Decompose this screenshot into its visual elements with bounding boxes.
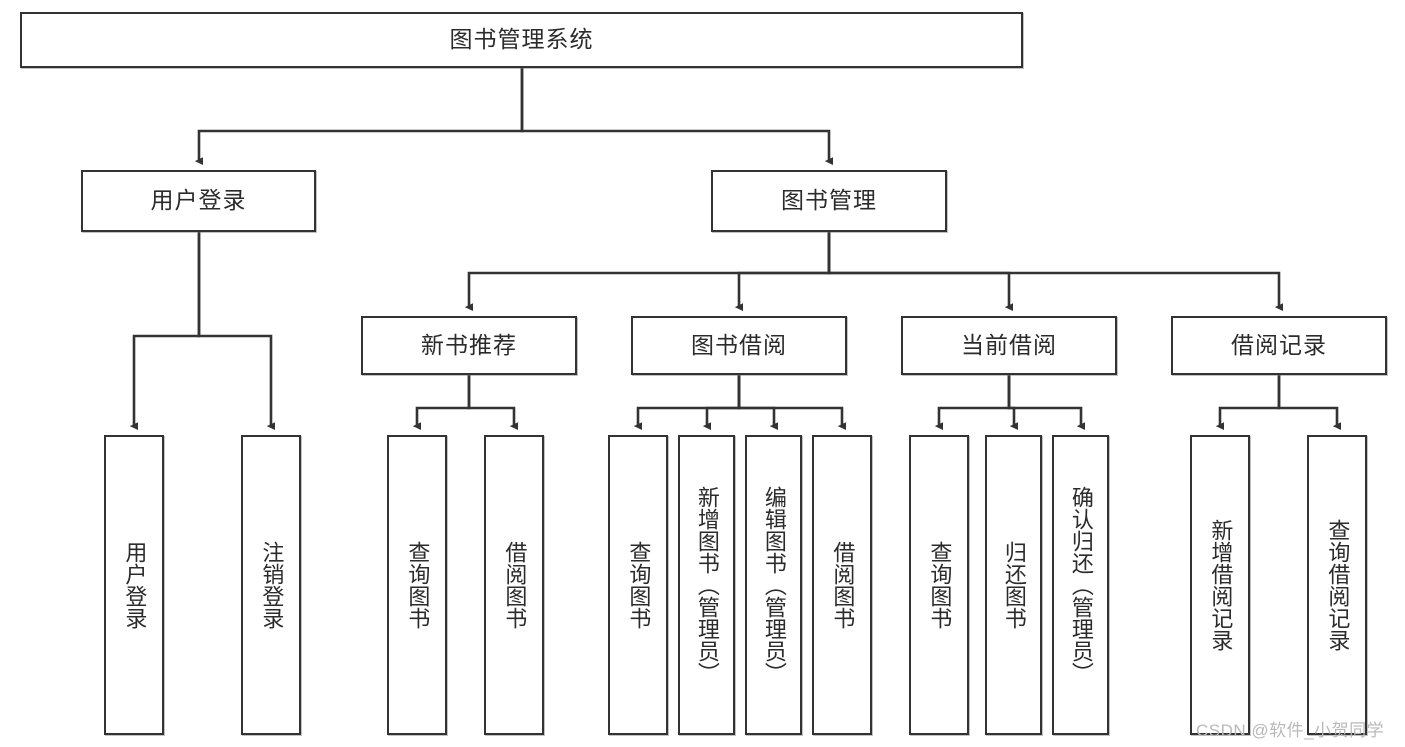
node-label: 借阅记录 [1231,331,1327,358]
connector-book-management-to-borrow-record [827,232,1284,312]
node-label: 当前借阅 [961,331,1057,358]
connector-new-book-recommend-to-leaf-borrow-book-1 [467,375,519,431]
node-label: 图书管理 [781,187,877,214]
connector-book-management-to-new-book-recommend [464,232,831,312]
connector-book-management-to-book-borrow [734,232,831,312]
node-label: 编辑图书（管理员） [761,486,787,684]
connector-borrow-record-to-leaf-add-record [1215,375,1281,431]
node-label: 图书借阅 [691,331,787,358]
node-leaf-add-record[interactable]: 新增借阅记录 [1190,435,1250,735]
connector-book-borrow-to-leaf-query-book-2 [633,375,741,431]
node-new-book-recommend[interactable]: 新书推荐 [361,316,577,375]
connector-user-login-to-leaf-user-login [129,232,201,431]
connector-new-book-recommend-to-leaf-query-book-1 [412,375,471,431]
node-label: 借阅图书 [502,541,528,629]
connector-book-borrow-to-leaf-edit-book [737,375,779,431]
connector-root-to-book-management [520,68,834,166]
connector-book-borrow-to-leaf-borrow-book-2 [737,375,847,431]
node-label: 用户登录 [150,187,247,214]
node-label: 注销登录 [259,541,285,629]
node-label: 新书推荐 [421,331,517,358]
node-leaf-query-book-1[interactable]: 查询图书 [387,435,447,735]
node-label: 确认归还（管理员） [1068,486,1094,684]
node-book-management[interactable]: 图书管理 [711,170,947,232]
node-label: 图书管理系统 [449,26,594,53]
node-label: 新增图书（管理员） [694,486,720,684]
node-leaf-borrow-book-2[interactable]: 借阅图书 [812,435,872,735]
node-label: 查询图书 [405,541,431,629]
node-leaf-logout-login[interactable]: 注销登录 [241,435,301,735]
node-label: 查询借阅记录 [1325,519,1351,651]
node-label: 用户登录 [122,541,148,629]
connector-book-management-to-current-borrow [827,232,1014,312]
node-label: 新增借阅记录 [1208,519,1234,651]
connector-root-to-user-login [194,68,524,166]
watermark-text: CSDN @软件_小贺同学 [1196,721,1385,740]
node-leaf-user-login[interactable]: 用户登录 [104,435,164,735]
node-user-login[interactable]: 用户登录 [81,170,316,232]
node-label: 借阅图书 [830,541,856,629]
node-root[interactable]: 图书管理系统 [20,12,1023,68]
node-book-borrow[interactable]: 图书借阅 [631,316,847,375]
node-leaf-confirm-return[interactable]: 确认归还（管理员） [1052,435,1109,735]
node-leaf-edit-book[interactable]: 编辑图书（管理员） [745,435,802,735]
connector-current-borrow-to-leaf-query-book-3 [934,375,1011,431]
connector-current-borrow-to-leaf-confirm-return [1007,375,1086,431]
node-leaf-query-book-3[interactable]: 查询图书 [909,435,969,735]
node-leaf-return-book[interactable]: 归还图书 [985,435,1042,735]
connector-user-login-to-leaf-logout-login [197,232,276,431]
node-label: 归还图书 [1001,541,1027,629]
node-borrow-record[interactable]: 借阅记录 [1171,316,1387,375]
node-leaf-query-book-2[interactable]: 查询图书 [608,435,668,735]
connector-book-borrow-to-leaf-add-book [702,375,741,431]
node-label: 查询图书 [626,541,652,629]
node-label: 查询图书 [927,541,953,629]
node-leaf-borrow-book-1[interactable]: 借阅图书 [484,435,544,735]
connector-borrow-record-to-leaf-query-record [1277,375,1342,431]
connector-current-borrow-to-leaf-return-book [1007,375,1019,431]
node-leaf-add-book[interactable]: 新增图书（管理员） [678,435,735,735]
node-leaf-query-record[interactable]: 查询借阅记录 [1307,435,1367,735]
node-current-borrow[interactable]: 当前借阅 [901,316,1117,375]
